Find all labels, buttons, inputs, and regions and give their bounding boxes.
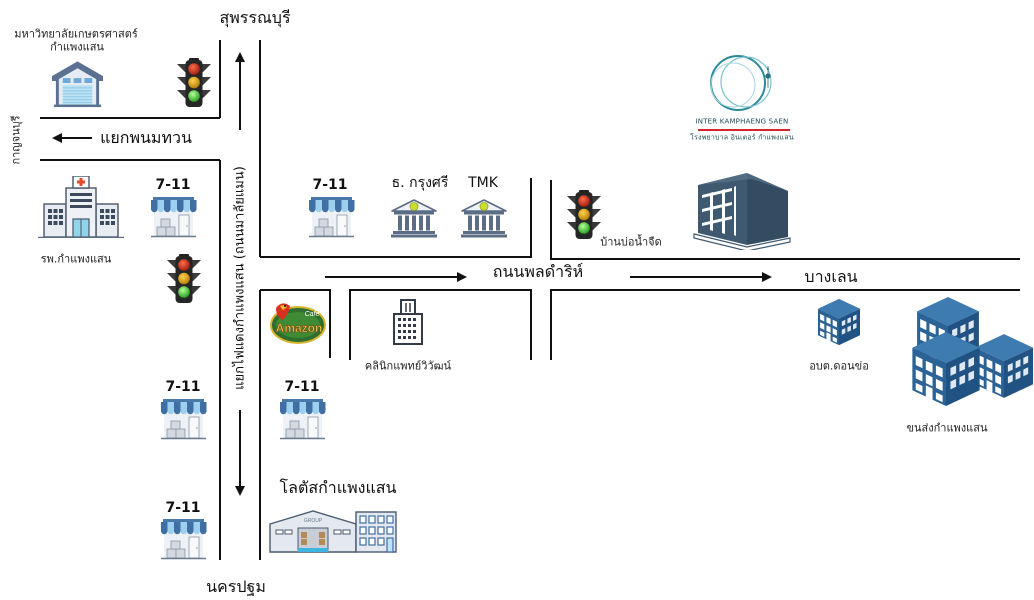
store-label: 7-11	[312, 177, 348, 193]
block-outline	[260, 289, 331, 358]
office-building-icon	[692, 165, 792, 250]
cafe-amazon-logo: Café Amazon	[270, 303, 326, 344]
convenience-store-icon	[150, 196, 197, 238]
direction-label-north: สุพรรณบุรี	[219, 8, 291, 27]
direction-label-east: บางเลน	[804, 267, 858, 286]
traffic-light-icon	[166, 254, 202, 304]
direction-label-south: นครปฐม	[206, 577, 266, 596]
block-outline	[550, 289, 1020, 360]
traffic-light-icon	[176, 58, 212, 108]
lotus-label: โลตัสกำแพงแสน	[279, 478, 397, 497]
sao-label: อบต.ดอนข่อ	[809, 359, 869, 373]
building-cube-icon	[908, 332, 984, 406]
traffic-light-icon	[566, 190, 602, 240]
cafe-logo-amazon: Amazon	[276, 321, 323, 335]
hospital-icon	[38, 176, 124, 238]
transport-office-label: ขนส่งกำแพงแสน	[906, 421, 988, 435]
university-label: มหาวิทยาลัยเกษตรศาสตร์	[14, 27, 138, 41]
direction-label-west: กาญจนบุรี	[9, 115, 23, 165]
road-label-pholdamri: ถนนพลดำริห์	[492, 262, 584, 281]
clinic-label: คลินิกแพทย์วิวัฒน์	[364, 359, 452, 373]
government-building-icon	[818, 298, 860, 346]
bank-label-krungsri: ธ. กรุงศรี	[391, 175, 449, 191]
convenience-store-icon	[279, 398, 326, 440]
block-outline	[349, 289, 532, 360]
bank-icon	[460, 198, 508, 238]
university-label-line2: กำแพงแสน	[50, 40, 104, 54]
store-label: 7-11	[155, 177, 191, 193]
hospital-label: รพ.กำแพงแสน	[40, 252, 112, 266]
convenience-store-icon	[160, 518, 207, 560]
road-label-phanom-thuan: แยกพนมทวน	[100, 128, 192, 147]
clinic-building-icon	[393, 299, 423, 345]
convenience-store-icon	[308, 196, 355, 238]
convenience-store-icon	[160, 398, 207, 440]
warehouse-icon	[50, 58, 105, 108]
logo-underline	[698, 129, 790, 131]
cafe-logo-cafe: Café	[305, 311, 320, 318]
building-cluster-icon	[905, 295, 1033, 407]
store-label: 7-11	[165, 500, 201, 516]
store-label: 7-11	[165, 379, 201, 395]
block-outline	[550, 180, 1020, 260]
inter-hospital-logo	[710, 55, 772, 111]
inter-hospital-name-th: โรงพยาบาล อินเตอร์ กำแพงแสน	[690, 133, 794, 142]
road-label-malaiman: แยกไฟแดงกำแพงแสน (ถนนมาลัยแมน)	[232, 166, 248, 390]
block-outline	[260, 178, 532, 258]
bank-icon	[390, 198, 438, 238]
bank-label-tmk: TMK	[468, 175, 498, 191]
inter-hospital-name-en: INTER KAMPHAENG SAEN	[695, 117, 789, 126]
traffic-light-label: บ้านบ่อน้ำจืด	[600, 235, 662, 249]
store-label: 7-11	[284, 379, 320, 395]
supermarket-icon: GROUP	[269, 510, 397, 553]
lotus-sign: GROUP	[304, 518, 323, 524]
